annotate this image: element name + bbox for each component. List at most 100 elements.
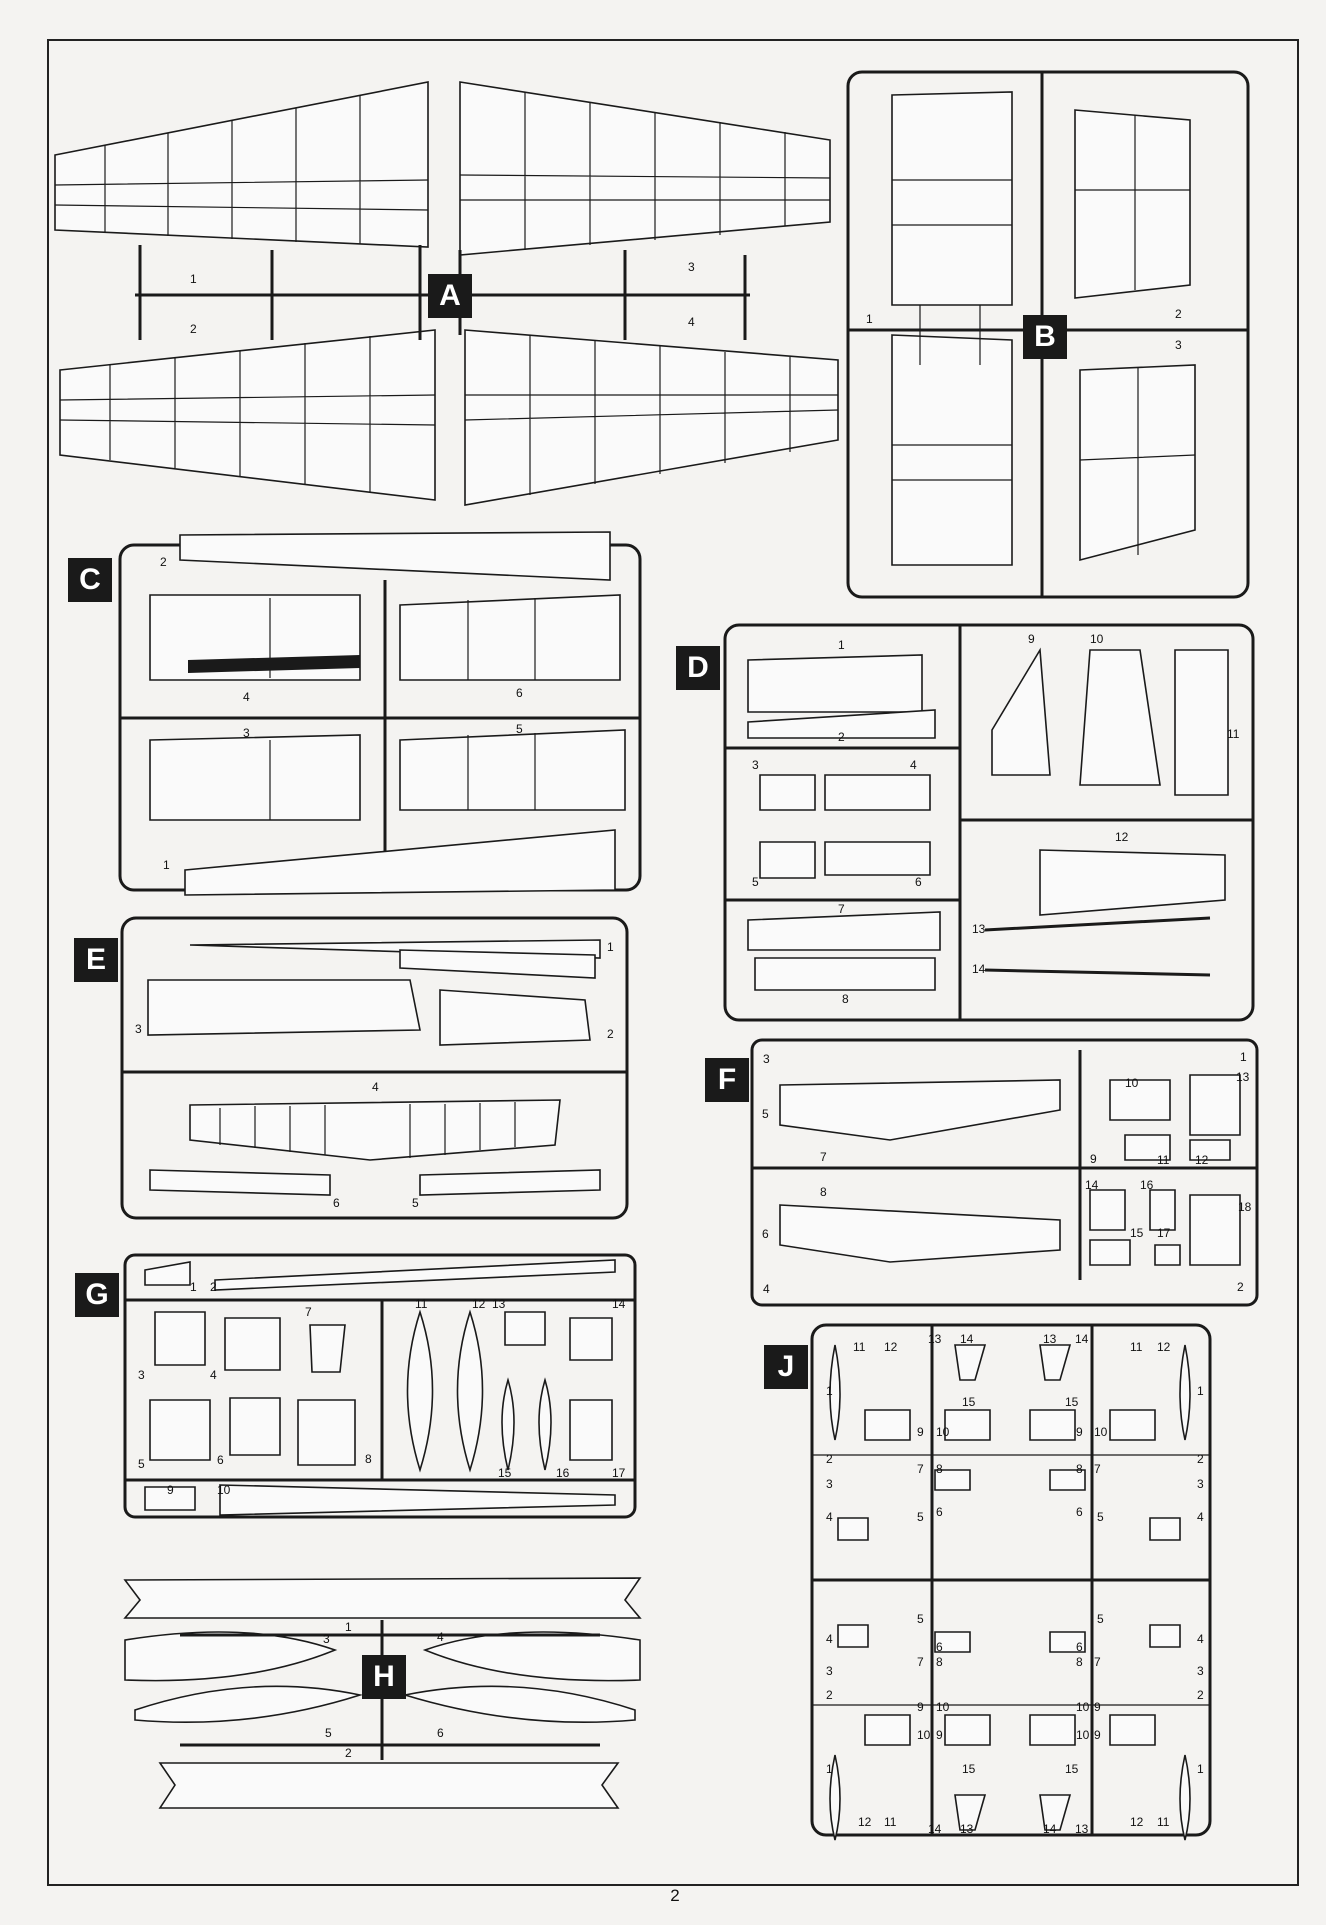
part-number: 9 [1094, 1700, 1101, 1714]
part-number: 4 [437, 1630, 444, 1644]
sprue-e-drawing [120, 916, 629, 1220]
part-number: 9 [1094, 1728, 1101, 1742]
sprue-label-g: G [75, 1273, 119, 1317]
part-number: 15 [962, 1762, 976, 1776]
part-number: 9 [917, 1425, 924, 1439]
sprue-d-drawing [723, 623, 1255, 1022]
sprue-f-drawing [750, 1038, 1259, 1307]
part-number: 4 [910, 758, 917, 772]
part-number: 5 [1097, 1612, 1104, 1626]
part-number: 11 [1130, 1340, 1143, 1354]
part-number: 2 [826, 1688, 833, 1702]
part-number: 14 [612, 1297, 626, 1311]
part-number: 4 [763, 1282, 770, 1296]
part-number: 6 [516, 686, 523, 700]
part-number: 8 [936, 1462, 943, 1476]
part-number: 3 [688, 260, 695, 274]
part-number: 16 [556, 1466, 570, 1480]
part-number: 2 [1197, 1688, 1204, 1702]
part-number: 1 [190, 272, 197, 286]
part-number: 11 [415, 1297, 428, 1311]
part-number: 11 [853, 1340, 866, 1354]
part-number: 8 [842, 992, 849, 1006]
sprue-label-h: H [362, 1655, 406, 1699]
part-number: 2 [1197, 1452, 1204, 1466]
part-number: 11 [1157, 1815, 1170, 1829]
sprue-label-c: C [68, 558, 112, 602]
part-number: 5 [325, 1726, 332, 1740]
part-number: 12 [858, 1815, 872, 1829]
part-number: 7 [917, 1462, 924, 1476]
part-number: 5 [412, 1196, 419, 1210]
part-number: 12 [1195, 1153, 1209, 1167]
sprue-h-drawing [123, 1577, 642, 1809]
part-number: 6 [333, 1196, 340, 1210]
part-number: 1 [607, 940, 614, 954]
part-number: 1 [1240, 1050, 1247, 1064]
part-number: 2 [607, 1027, 614, 1041]
part-number: 6 [915, 875, 922, 889]
part-number: 13 [928, 1332, 942, 1346]
part-number: 12 [472, 1297, 486, 1311]
part-number: 7 [1094, 1462, 1101, 1476]
part-number: 6 [217, 1453, 224, 1467]
part-number: 13 [1043, 1332, 1057, 1346]
sprue-label-f: F [705, 1058, 749, 1102]
part-number: 10 [1076, 1700, 1090, 1714]
part-number: 3 [826, 1477, 833, 1491]
part-number: 4 [1197, 1510, 1204, 1524]
sprue-label-e: E [74, 938, 118, 982]
part-number: 3 [243, 726, 250, 740]
part-number: 2 [838, 730, 845, 744]
part-number: 15 [1130, 1226, 1144, 1240]
sprue-label-d: D [676, 646, 720, 690]
part-number: 10 [1090, 632, 1104, 646]
sprue-label-b: B [1023, 315, 1067, 359]
part-number: 2 [345, 1746, 352, 1760]
part-number: 11 [1227, 727, 1240, 741]
part-number: 10 [1125, 1076, 1139, 1090]
part-number: 2 [1175, 307, 1182, 321]
part-number: 3 [1197, 1664, 1204, 1678]
part-number: 6 [936, 1505, 943, 1519]
part-number: 5 [138, 1457, 145, 1471]
part-number: 15 [1065, 1395, 1079, 1409]
part-number: 8 [1076, 1655, 1083, 1669]
part-number: 6 [437, 1726, 444, 1740]
part-number: 13 [960, 1822, 974, 1836]
part-number: 2 [160, 555, 167, 569]
part-number: 3 [138, 1368, 145, 1382]
part-number: 14 [1085, 1178, 1099, 1192]
part-number: 13 [1075, 1822, 1089, 1836]
part-number: 5 [762, 1107, 769, 1121]
part-number: 3 [752, 758, 759, 772]
part-number: 12 [1115, 830, 1129, 844]
part-number: 7 [1094, 1655, 1101, 1669]
part-number: 1 [866, 312, 873, 326]
part-number: 5 [917, 1510, 924, 1524]
part-number: 3 [1175, 338, 1182, 352]
part-number: 14 [960, 1332, 974, 1346]
part-number: 2 [190, 322, 197, 336]
part-number: 10 [936, 1700, 950, 1714]
part-number: 17 [612, 1466, 626, 1480]
part-number: 13 [492, 1297, 506, 1311]
part-number: 9 [936, 1728, 943, 1742]
part-number: 3 [135, 1022, 142, 1036]
part-number: 2 [210, 1280, 217, 1294]
part-number: 7 [917, 1655, 924, 1669]
part-number: 12 [1157, 1340, 1171, 1354]
part-number: 17 [1157, 1226, 1171, 1240]
sprue-a-drawing [54, 81, 839, 506]
sprue-label-a: A [428, 274, 472, 318]
part-number: 1 [190, 1280, 197, 1294]
part-number: 13 [1236, 1070, 1250, 1084]
sprue-g-drawing [123, 1253, 637, 1519]
part-number: 4 [243, 690, 250, 704]
part-number: 10 [1094, 1425, 1108, 1439]
part-number: 4 [1197, 1632, 1204, 1646]
part-number: 8 [936, 1655, 943, 1669]
sprue-c-drawing [118, 531, 642, 896]
